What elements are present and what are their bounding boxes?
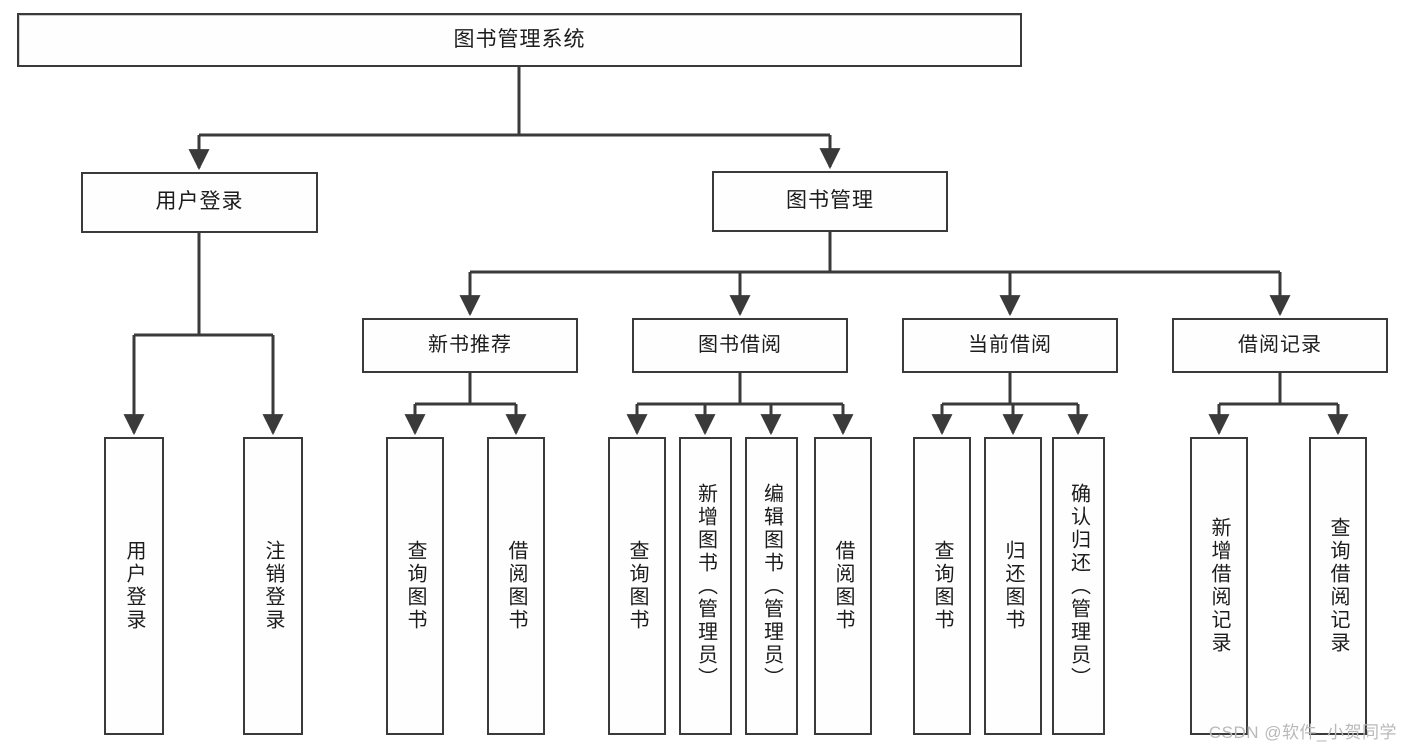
node-leaf-logout[interactable]: 注销登录	[243, 437, 303, 735]
node-book-manage-label: 图书管理	[786, 189, 874, 213]
node-new-book-recommend[interactable]: 新书推荐	[362, 318, 578, 373]
node-leaf-edit-book-admin[interactable]: 编辑图书（管理员）	[745, 437, 798, 735]
node-current-borrow-label: 当前借阅	[968, 334, 1052, 356]
node-user-login-label: 用户登录	[155, 190, 244, 214]
node-leaf-confirm-return-admin[interactable]: 确认归还（管理员）	[1052, 437, 1105, 735]
node-leaf-query-borrow-record[interactable]: 查询借阅记录	[1309, 437, 1367, 735]
node-leaf-confirm-return-admin-label: 确认归还（管理员）	[1067, 482, 1090, 690]
watermark-text: CSDN @软件_小贺同学	[1208, 723, 1397, 742]
node-leaf-query-book-3[interactable]: 查询图书	[913, 437, 971, 735]
node-borrow-record[interactable]: 借阅记录	[1172, 318, 1388, 373]
node-leaf-add-book-admin[interactable]: 新增图书（管理员）	[679, 437, 732, 735]
node-book-borrow-label: 图书借阅	[698, 334, 782, 356]
node-leaf-query-book-3-label: 查询图书	[931, 540, 953, 632]
node-leaf-query-book-1[interactable]: 查询图书	[386, 437, 444, 735]
node-leaf-add-book-admin-label: 新增图书（管理员）	[694, 482, 717, 690]
node-leaf-query-book-2-label: 查询图书	[626, 540, 648, 632]
node-leaf-return-book[interactable]: 归还图书	[984, 437, 1042, 735]
node-root[interactable]: 图书管理系统	[17, 13, 1022, 67]
node-leaf-borrow-book-1-label: 借阅图书	[505, 540, 527, 632]
node-leaf-user-login-label: 用户登录	[123, 540, 145, 632]
node-leaf-edit-book-admin-label: 编辑图书（管理员）	[760, 482, 783, 690]
node-leaf-borrow-book-1[interactable]: 借阅图书	[487, 437, 545, 735]
node-leaf-user-login[interactable]: 用户登录	[104, 437, 164, 735]
node-root-label: 图书管理系统	[453, 27, 586, 51]
node-leaf-logout-label: 注销登录	[262, 540, 284, 632]
node-leaf-borrow-book-2[interactable]: 借阅图书	[814, 437, 872, 735]
node-leaf-add-borrow-record-label: 新增借阅记录	[1208, 517, 1230, 655]
node-leaf-add-borrow-record[interactable]: 新增借阅记录	[1190, 437, 1248, 735]
node-leaf-borrow-book-2-label: 借阅图书	[832, 540, 854, 632]
node-borrow-record-label: 借阅记录	[1238, 334, 1322, 356]
node-book-manage[interactable]: 图书管理	[712, 171, 948, 232]
node-current-borrow[interactable]: 当前借阅	[902, 318, 1118, 373]
node-book-borrow[interactable]: 图书借阅	[632, 318, 848, 373]
node-leaf-query-book-2[interactable]: 查询图书	[608, 437, 666, 735]
node-leaf-return-book-label: 归还图书	[1002, 540, 1024, 632]
node-new-book-recommend-label: 新书推荐	[428, 334, 512, 356]
node-user-login[interactable]: 用户登录	[81, 172, 318, 233]
node-leaf-query-borrow-record-label: 查询借阅记录	[1327, 517, 1349, 655]
node-leaf-query-book-1-label: 查询图书	[404, 540, 426, 632]
